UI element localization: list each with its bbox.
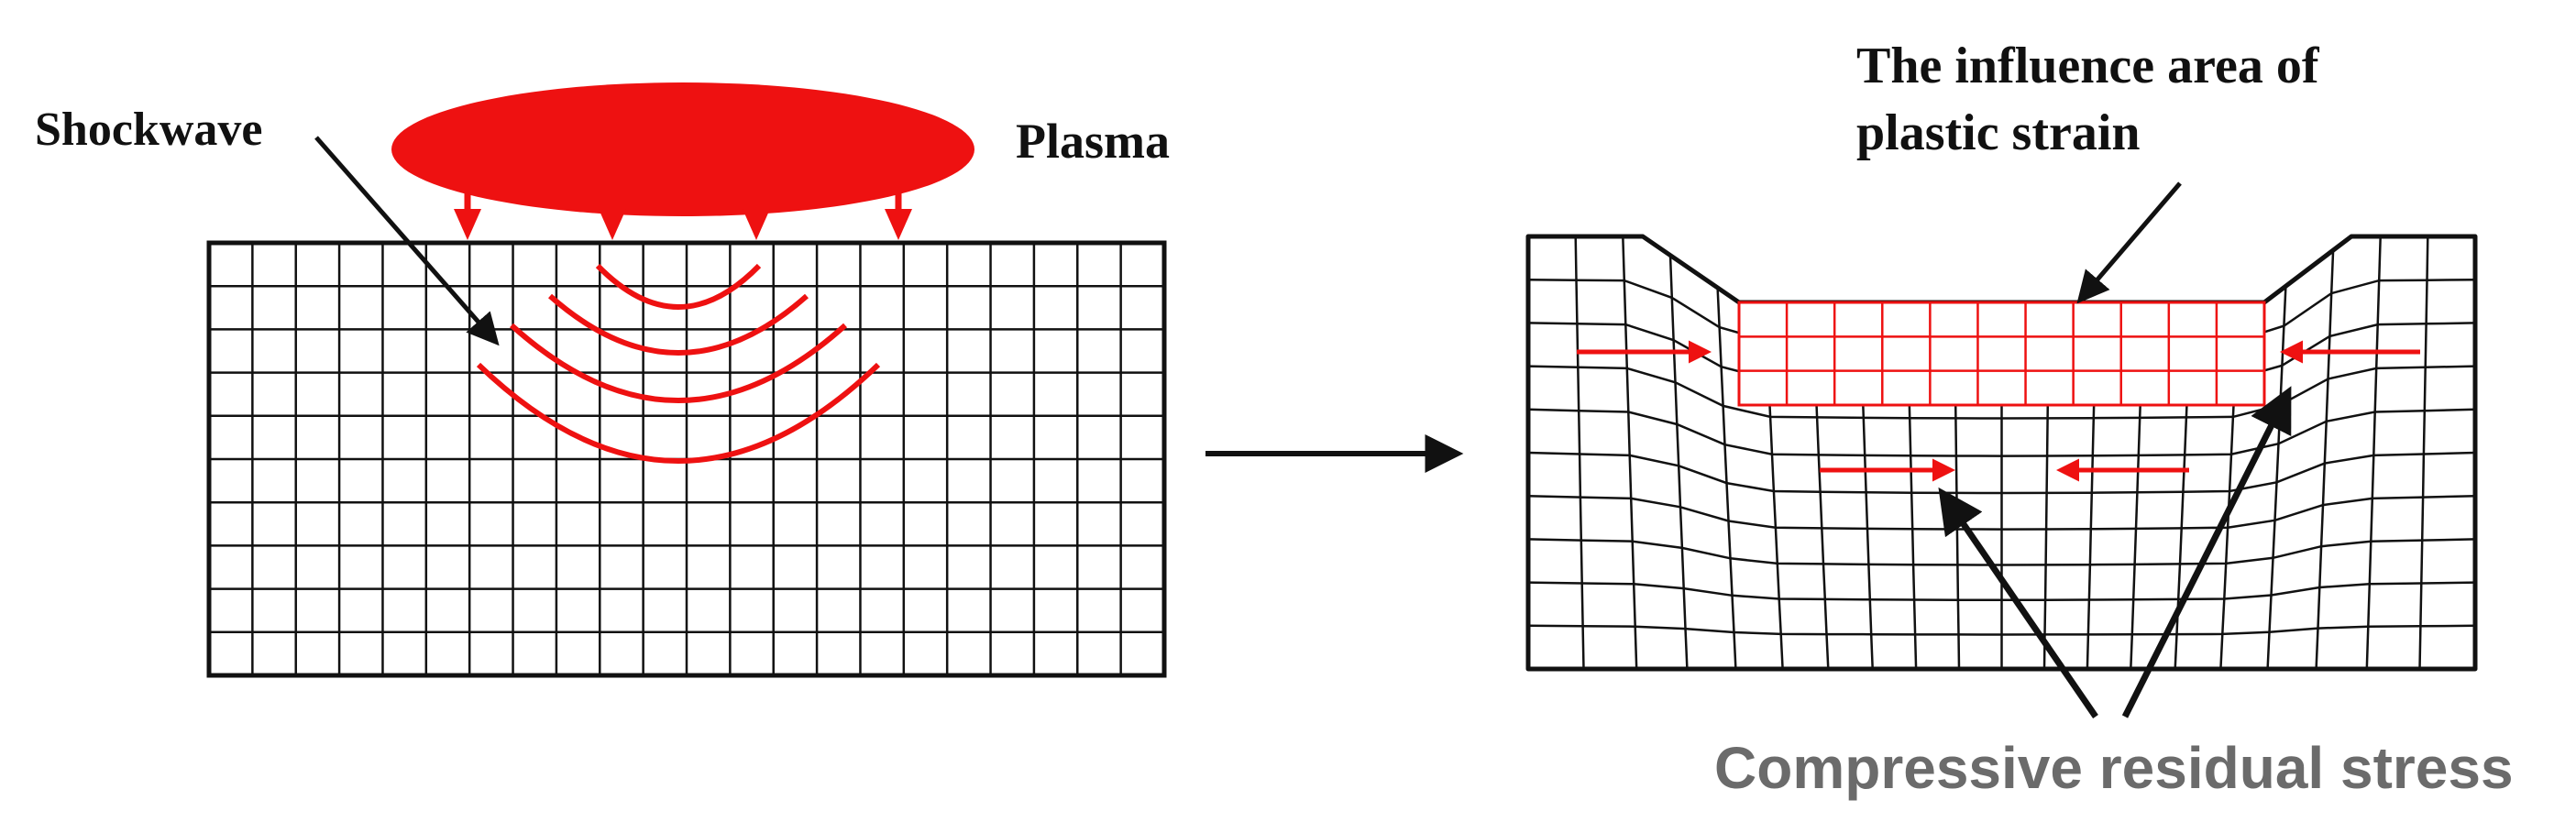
shock-arc — [548, 293, 809, 356]
mesh-hline — [1527, 451, 2476, 495]
strain-border — [1737, 301, 2266, 407]
influence-label-line1: The influence area of — [1856, 38, 2320, 94]
mesh-vline — [1668, 255, 1689, 670]
mesh-border — [206, 240, 1167, 678]
mesh-vline — [2365, 236, 2382, 670]
shockwave-pointer-arrow — [314, 136, 500, 346]
influence-pointer-arrow — [2076, 181, 2182, 304]
left-panel: Shockwave Plasma — [35, 82, 1170, 678]
shockwave-label: Shockwave — [35, 104, 262, 156]
plasma-arrows — [454, 165, 912, 240]
left-mesh-grid — [206, 240, 1167, 678]
plasma-arrow-head — [743, 209, 770, 240]
right-panel: The influence area of plastic strain Com… — [1525, 38, 2514, 801]
mesh-vline — [1716, 287, 1737, 670]
mesh-vline — [1622, 236, 1638, 670]
plasma-label: Plasma — [1016, 114, 1170, 169]
shockwave-arcs — [476, 263, 881, 464]
plasma-arrow-head — [885, 209, 912, 240]
compressive-stress-arrows — [1577, 340, 2420, 482]
plasma-ellipse — [391, 82, 974, 216]
mesh-hline — [1527, 408, 2476, 457]
compressive-pointer-arrow-1 — [1938, 487, 2098, 718]
strain-zone-bg — [1739, 302, 2264, 405]
mesh-hline — [1527, 365, 2476, 420]
mesh-vline — [2418, 236, 2429, 670]
mesh-hline — [1527, 494, 2476, 531]
mesh-vline — [2266, 286, 2287, 670]
mesh-hline — [1527, 624, 2476, 636]
influence-label-line2: plastic strain — [1856, 104, 2141, 161]
plastic-strain-zone — [1737, 301, 2266, 407]
compressive-pointer-arrow-2 — [2121, 386, 2292, 718]
mesh-vline — [2315, 250, 2335, 670]
compressive-stress-label: Compressive residual stress — [1714, 735, 2514, 801]
shock-arc — [476, 362, 881, 464]
mesh-hline — [1527, 581, 2476, 601]
shock-arc — [509, 323, 848, 403]
shock-arc — [595, 263, 762, 310]
mesh-vline — [1574, 236, 1585, 670]
mesh-hline — [1527, 538, 2476, 566]
plasma-arrow-head — [599, 209, 626, 240]
plasma-arrow-head — [454, 209, 481, 240]
